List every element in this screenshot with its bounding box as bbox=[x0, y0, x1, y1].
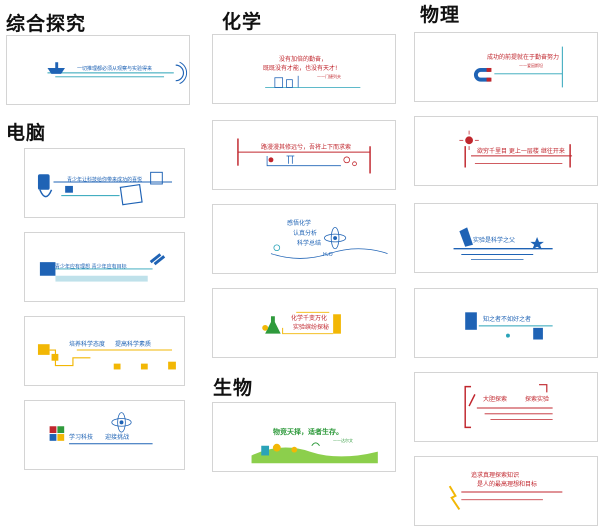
card-author: ——门捷列夫 bbox=[317, 74, 341, 79]
card-computer-2[interactable]: 青少年应有理想 青少年应有目标 bbox=[24, 232, 185, 302]
computer-illustration bbox=[37, 344, 176, 370]
card-computer-4[interactable]: 学习科技 迎接挑战 bbox=[24, 400, 185, 470]
card-physics-1[interactable]: 成功的前提就在于勤奋努力 ——爱因斯坦 bbox=[414, 32, 598, 102]
heading-comprehensive: 综合探究 bbox=[6, 13, 87, 35]
bracket-illustration bbox=[464, 384, 553, 429]
card-chemistry-3[interactable]: 感悟化学 认真分析 科学总结 H₂O bbox=[212, 204, 396, 274]
card-line1: 感悟化学 bbox=[287, 220, 312, 227]
card-physics-4[interactable]: 知之者不如好之者 bbox=[414, 288, 598, 358]
card-line1: 大胆探索 bbox=[483, 396, 508, 403]
heading-chemistry: 化学 bbox=[222, 11, 263, 33]
lab-illustration bbox=[265, 75, 361, 88]
card-line1: 培养科学态度 bbox=[69, 341, 106, 348]
card-comprehensive-1[interactable]: 一切推理都必须从观察与实验得来 bbox=[6, 35, 190, 105]
card-line2: 认真分析 bbox=[293, 230, 318, 237]
heading-computer: 电脑 bbox=[6, 122, 47, 144]
card-line2: 是人的最高理想和目标 bbox=[477, 481, 538, 488]
card-text: 欲穷千里目 更上一层楼 继往开来 bbox=[477, 148, 565, 155]
card-line1: 学习科技 bbox=[69, 434, 94, 441]
card-text: 知之者不如好之者 bbox=[483, 316, 532, 323]
windows-logo-illustration bbox=[49, 412, 153, 445]
sun-illustration bbox=[459, 130, 573, 168]
heading-biology: 生物 bbox=[213, 377, 254, 399]
card-computer-1[interactable]: 青少年让科技给你带来成功的喜悦 bbox=[24, 148, 185, 218]
card-text: 青少年应有理想 青少年应有目标 bbox=[55, 264, 127, 270]
card-physics-6[interactable]: 追求真理探索知识 是人的最高理想和目标 bbox=[414, 456, 598, 526]
lab-illustration bbox=[237, 138, 371, 174]
chemical-formula: H₂O bbox=[323, 252, 333, 258]
card-computer-3[interactable]: 培养科学态度 提高科学素质 bbox=[24, 316, 185, 386]
flask-illustration bbox=[262, 311, 341, 335]
card-line2: 既既没有才能，也没有天才! bbox=[263, 65, 338, 72]
card-author: ——爱因斯坦 bbox=[519, 63, 543, 68]
formula-illustration bbox=[465, 312, 553, 340]
computer-illustration bbox=[39, 253, 166, 282]
card-line1: 没有加倍的勤奋， bbox=[279, 56, 328, 63]
card-line1: 追求真理探索知识 bbox=[471, 472, 520, 479]
card-physics-5[interactable]: 大胆探索 探索实验 bbox=[414, 372, 598, 442]
card-text: 实验是科学之父 bbox=[473, 237, 516, 244]
card-text: 青少年让科技给你带来成功的喜悦 bbox=[67, 177, 143, 183]
card-physics-3[interactable]: 实验是科学之父 bbox=[414, 203, 598, 273]
card-author: ——达尔文 bbox=[333, 438, 353, 443]
atom-illustration bbox=[270, 226, 388, 259]
card-line2: 迎接挑战 bbox=[105, 434, 130, 441]
lightning-illustration bbox=[448, 485, 563, 510]
ship-illustration bbox=[47, 61, 188, 85]
card-chemistry-1[interactable]: 没有加倍的勤奋， 既既没有才能，也没有天才! ——门捷列夫 bbox=[212, 34, 396, 104]
card-text: 物竞天择，适者生存。 bbox=[273, 428, 343, 436]
computer-illustration bbox=[37, 171, 173, 206]
card-line2: 探索实验 bbox=[525, 396, 550, 403]
nature-illustration bbox=[251, 442, 378, 464]
heading-physics: 物理 bbox=[420, 4, 461, 26]
card-chemistry-4[interactable]: 化学千变万化 实验缤纷探秘 bbox=[212, 288, 396, 358]
card-text: 成功的前提就在于勤奋努力 bbox=[487, 54, 560, 61]
card-line1: 化学千变万化 bbox=[291, 315, 328, 322]
microscope-illustration bbox=[453, 227, 553, 260]
card-line3: 科学总结 bbox=[297, 240, 322, 247]
card-biology-1[interactable]: 物竞天择，适者生存。 ——达尔文 bbox=[212, 402, 396, 472]
card-text: 一切推理都必须从观察与实验得来 bbox=[77, 66, 153, 72]
card-line2: 提高科学素质 bbox=[115, 341, 152, 348]
card-chemistry-2[interactable]: 路漫漫其修远兮，吾将上下而求索 bbox=[212, 120, 396, 190]
magnet-illustration bbox=[473, 46, 563, 88]
card-text: 路漫漫其修远兮，吾将上下而求索 bbox=[261, 144, 352, 151]
card-physics-2[interactable]: 欲穷千里目 更上一层楼 继往开来 bbox=[414, 116, 598, 186]
card-line2: 实验缤纷探秘 bbox=[293, 324, 330, 331]
